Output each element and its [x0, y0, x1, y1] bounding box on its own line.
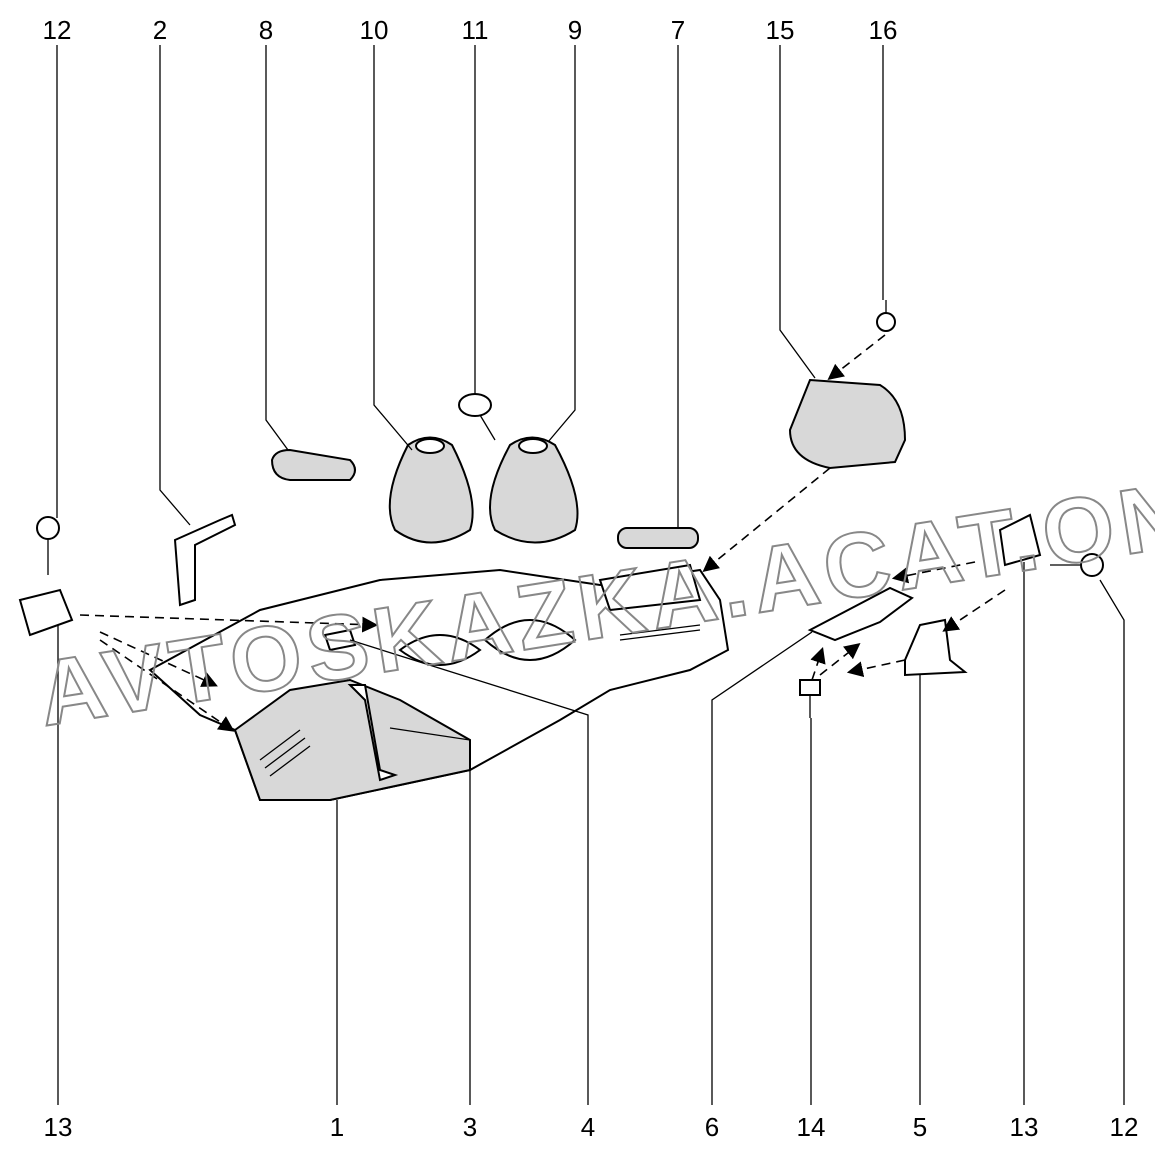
bottom-callout-1: 1: [330, 1112, 344, 1142]
top-callout-9: 9: [568, 15, 582, 45]
bottom-callout-14: 14: [797, 1112, 826, 1142]
console-body: [148, 563, 730, 801]
bracket-2: [173, 513, 237, 607]
clip-13-right: [998, 513, 1042, 567]
bottom-callout-12: 12: [1110, 1112, 1139, 1142]
screw-16: [876, 300, 896, 332]
gear-boot-10: [388, 436, 474, 544]
screw-12-right: [1050, 553, 1104, 577]
bolt-14: [799, 679, 821, 718]
clamp-11: [458, 393, 492, 417]
bottom-callout-6: 6: [705, 1112, 719, 1142]
bracket-6: [807, 586, 914, 642]
top-callout-12: 12: [43, 15, 72, 45]
bottom-callout-4: 4: [581, 1112, 595, 1142]
bottom-callout-3: 3: [463, 1112, 477, 1142]
bracket-5: [904, 618, 968, 677]
screw-12-left: [36, 516, 60, 575]
top-callout-7: 7: [671, 15, 685, 45]
top-callout-2: 2: [153, 15, 167, 45]
top-callout-16: 16: [869, 15, 898, 45]
top-callout-10: 10: [360, 15, 389, 45]
clip-13-left: [18, 588, 74, 637]
top-callout-8: 8: [259, 15, 273, 45]
gear-boot-9: [489, 436, 579, 544]
leader-lines: [56, 45, 1125, 1105]
top-callout-15: 15: [766, 15, 795, 45]
grille-8: [270, 448, 356, 481]
bottom-callout-13: 13: [44, 1112, 73, 1142]
top-callout-11: 11: [462, 15, 489, 45]
box-15: [788, 378, 907, 470]
bottom-callout-13: 13: [1010, 1112, 1039, 1142]
trim-7: [617, 527, 699, 549]
bottom-callout-5: 5: [913, 1112, 927, 1142]
